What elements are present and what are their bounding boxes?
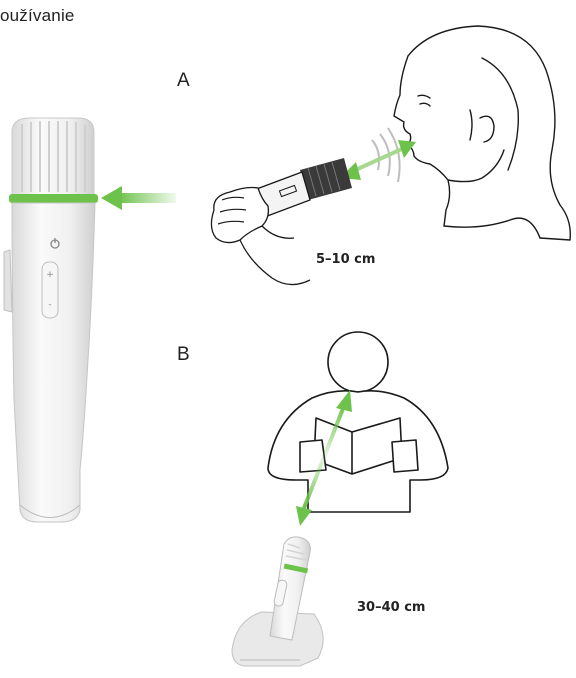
docked-microphone	[232, 537, 323, 666]
hand-with-mic-illustration	[211, 158, 352, 285]
reading-person-illustration	[268, 332, 448, 512]
microphone-device: + -	[4, 118, 98, 522]
woman-profile-illustration	[394, 26, 570, 240]
status-ring	[9, 194, 98, 203]
distance-arrow-a	[340, 140, 416, 180]
plus-icon: +	[46, 270, 54, 280]
green-arrow-icon	[101, 186, 176, 210]
minus-icon: -	[48, 300, 51, 310]
